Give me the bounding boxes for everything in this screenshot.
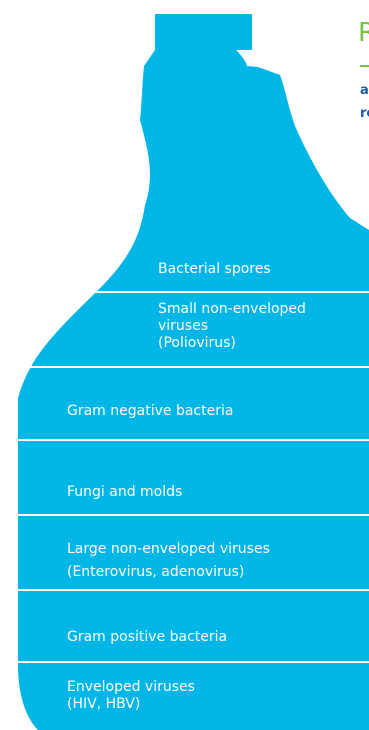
band-enveloped-viruses: Enveloped viruses (HIV, HBV): [67, 679, 195, 713]
band-bacterial-spores: Bacterial spores: [158, 261, 271, 278]
band-fungi-and-molds: Fungi and molds: [67, 484, 182, 501]
band-line: Large non-enveloped viruses: [67, 541, 270, 558]
band-line: Small non-enveloped: [158, 301, 306, 318]
band-gram-negative-bacteria: Gram negative bacteria: [67, 403, 233, 420]
band-gram-positive-bacteria: Gram positive bacteria: [67, 629, 227, 646]
subheading-fragment-1: a: [360, 84, 369, 97]
band-line: Bacterial spores: [158, 261, 271, 278]
band-small-non-enveloped-viruses: Small non-enveloped viruses (Poliovirus): [158, 301, 306, 352]
band-line: (HIV, HBV): [67, 696, 195, 713]
bottle-silhouette: [18, 14, 369, 730]
band-line: Fungi and molds: [67, 484, 182, 501]
band-line: viruses: [158, 318, 306, 335]
band-line: Gram negative bacteria: [67, 403, 233, 420]
heading-fragment: R: [358, 20, 369, 46]
subheading-fragment-2: re: [360, 107, 369, 120]
band-line: (Enterovirus, adenovirus): [67, 564, 270, 581]
heading-rule: [360, 65, 369, 67]
band-line: Enveloped viruses: [67, 679, 195, 696]
band-large-non-enveloped-viruses: Large non-enveloped viruses (Enterovirus…: [67, 541, 270, 581]
band-line: (Poliovirus): [158, 335, 306, 352]
band-line: Gram positive bacteria: [67, 629, 227, 646]
